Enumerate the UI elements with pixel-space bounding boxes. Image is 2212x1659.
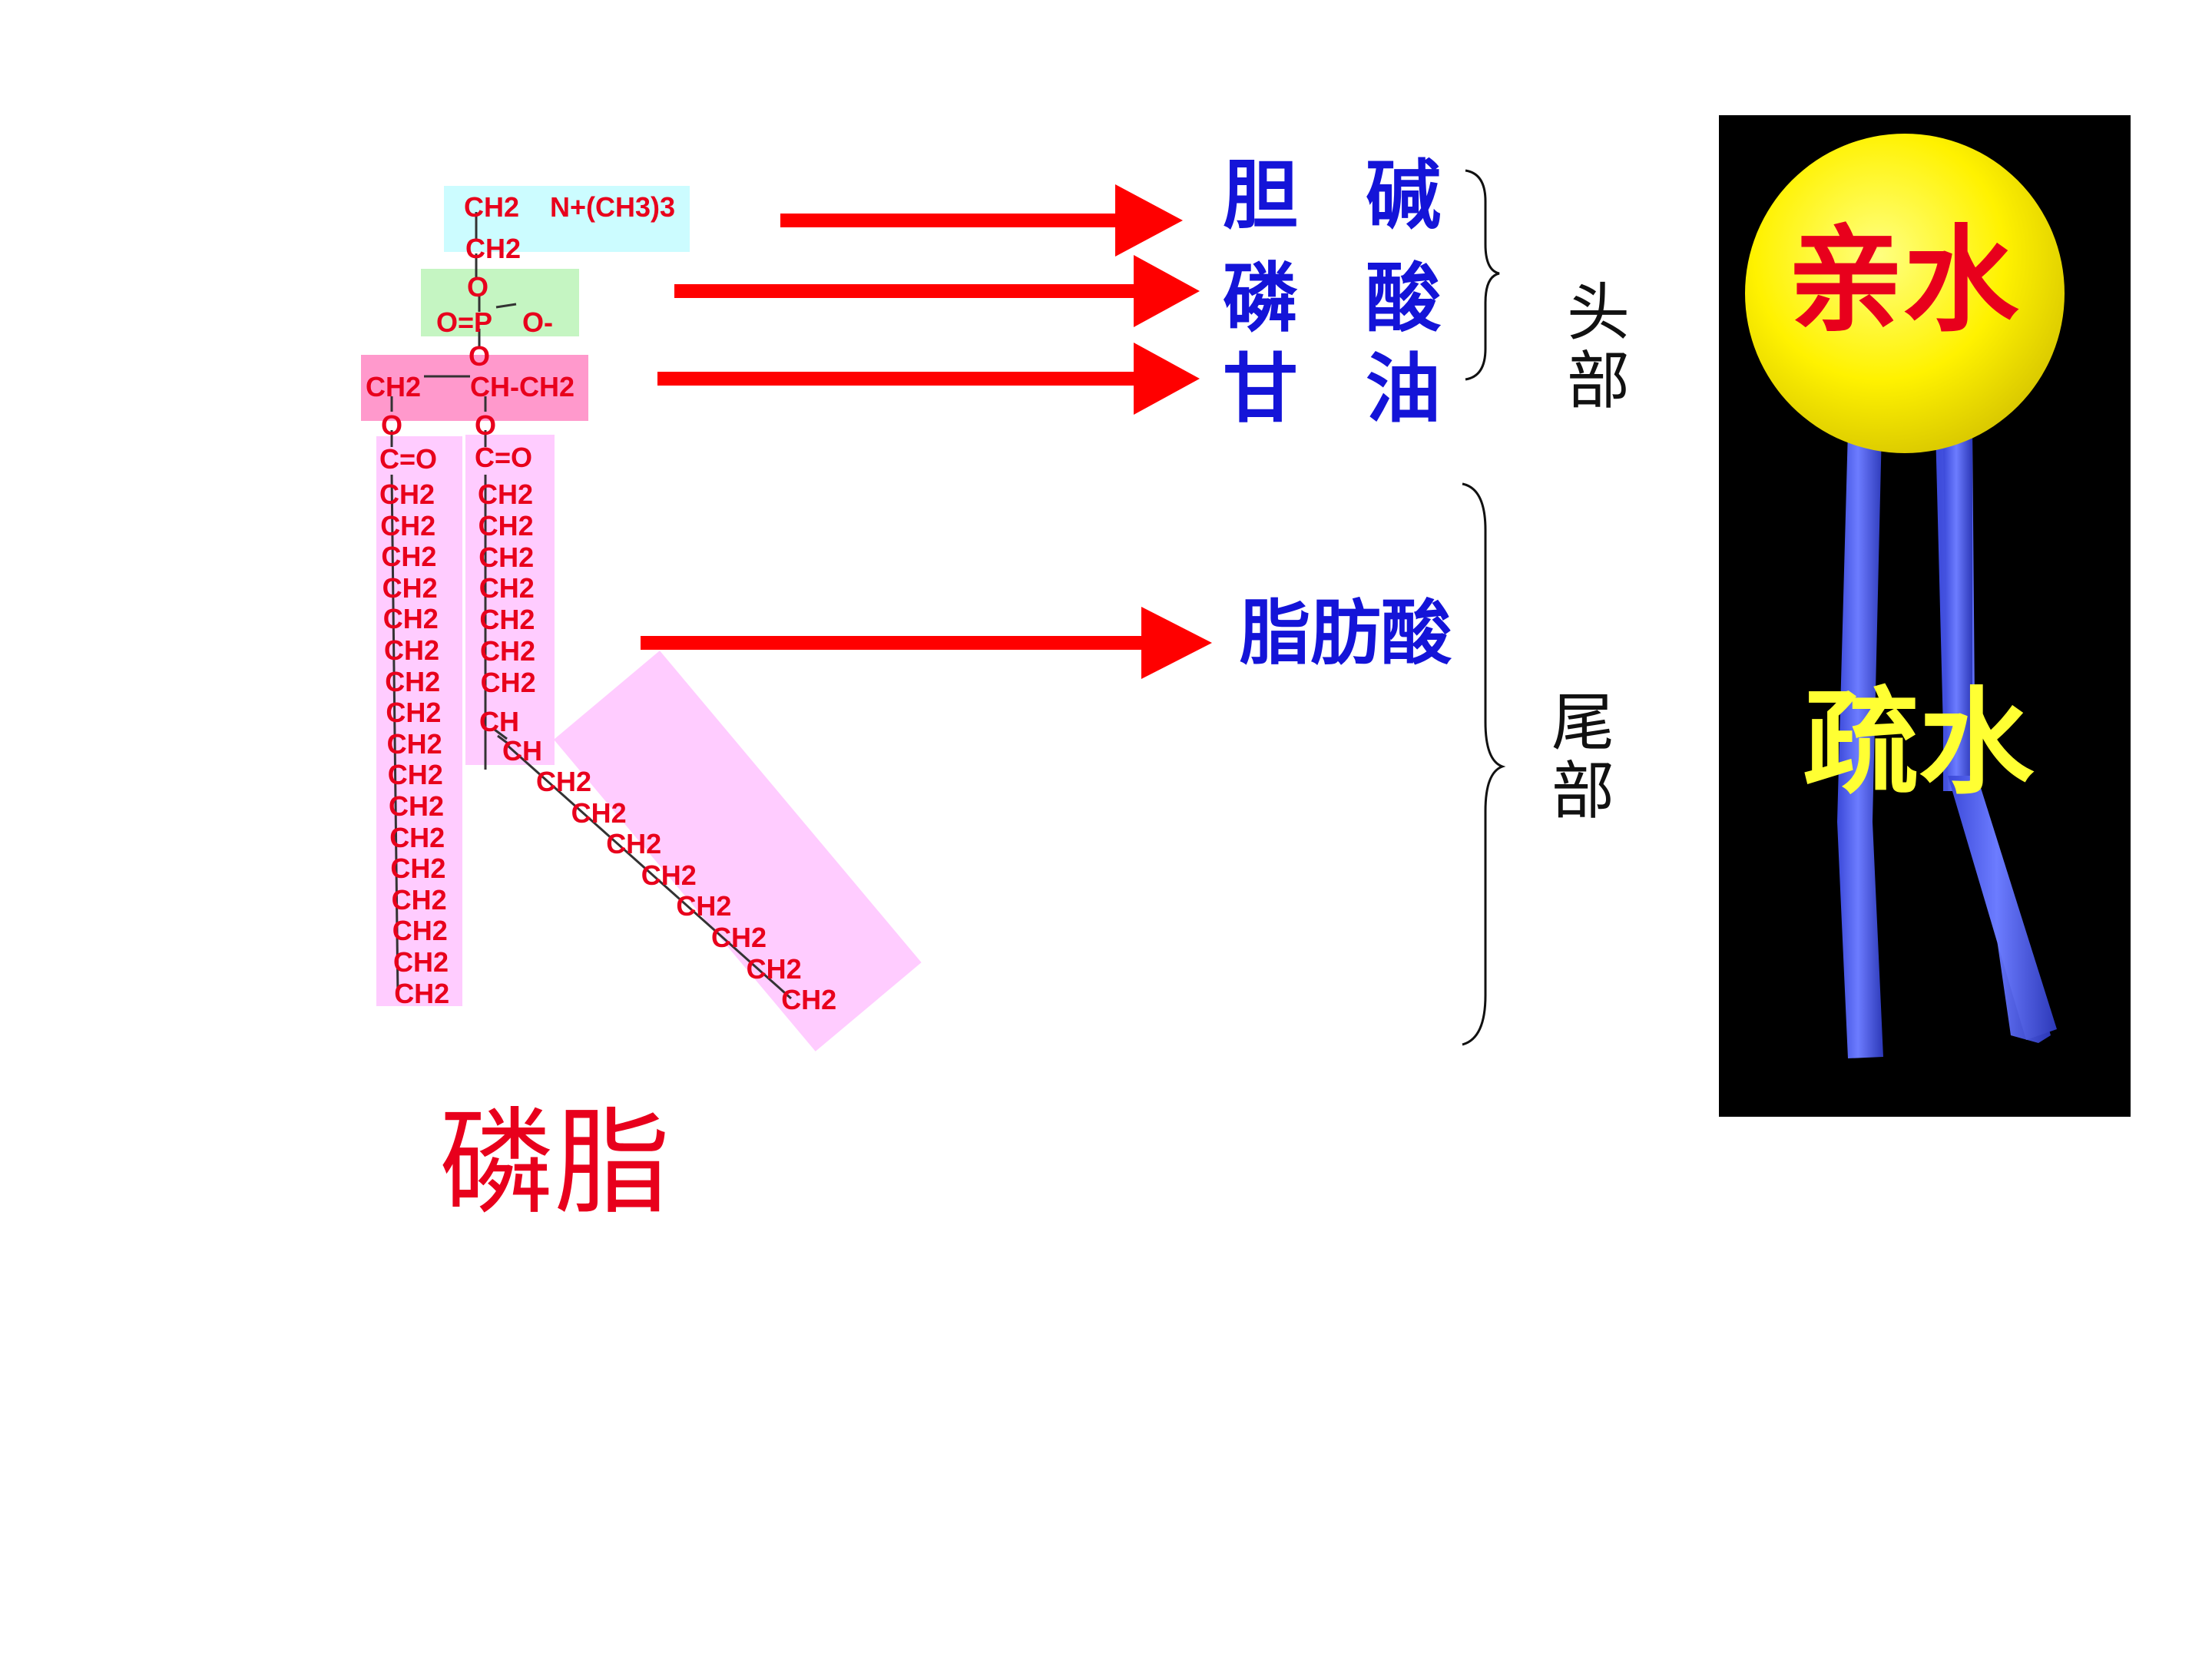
arrow-choline-head	[1115, 184, 1183, 257]
tail-right	[1936, 430, 2057, 1043]
arrow-fatty-acid	[641, 636, 1151, 650]
glycerol-o-right: O	[475, 409, 497, 441]
chain-unit: CH2	[781, 984, 837, 1016]
chain-unit: CH2	[478, 478, 534, 510]
label-phosphate: 磷酸	[1223, 254, 1509, 343]
label-fatty-acid: 脂肪酸	[1240, 591, 1452, 674]
chain-unit: CH2	[389, 821, 445, 853]
choline-o: O	[467, 271, 489, 303]
label-glycerol: 甘油	[1223, 345, 1509, 433]
chain-unit: CH2	[480, 666, 536, 698]
phospholipid-title: 磷脂	[439, 1097, 671, 1230]
chain-unit: CH2	[478, 572, 535, 604]
label-choline: 胆碱	[1223, 151, 1509, 240]
left-carbonyl: C=O	[379, 443, 438, 475]
chain-unit: CH2	[380, 509, 436, 541]
chain-unit: CH2	[386, 727, 442, 760]
chain-unit: CH2	[711, 922, 767, 953]
chain-unit: CH2	[382, 571, 438, 604]
label-hydrophobic: 疏水	[1803, 675, 2035, 810]
phospholipid-model: 亲水 疏水	[1719, 115, 2131, 1117]
chain-unit: CH2	[381, 541, 437, 573]
chain-unit: CH2	[384, 634, 440, 666]
right-carbonyl: C=O	[475, 442, 533, 473]
head-brace	[1465, 169, 1500, 381]
chain-unit: CH2	[379, 478, 435, 510]
arrows	[641, 184, 1212, 679]
glycerol-ch2: CH2	[366, 371, 422, 402]
chain-unit: CH2	[394, 977, 450, 1009]
phosphate-group-box	[421, 269, 579, 336]
chain-unit: CH2	[392, 915, 448, 947]
chain-unit: CH2	[391, 883, 447, 916]
chain-unit: CH2	[389, 790, 445, 822]
chain-unit: CH2	[387, 759, 443, 791]
chain-unit: CH2	[606, 828, 662, 860]
tail-brace	[1462, 482, 1506, 1046]
chain-unit: CH2	[480, 635, 536, 667]
chain-unit: CH2	[641, 859, 697, 891]
chain-unit: CH2	[390, 853, 446, 885]
arrow-glycerol-head	[1134, 343, 1200, 415]
chain-unit: CH2	[676, 890, 732, 922]
region-head: 头部	[1566, 276, 1630, 418]
chain-unit: CH2	[393, 946, 449, 978]
arrow-phosphate-head	[1134, 255, 1200, 327]
choline-n-trimethyl: N+(CH3)3	[550, 191, 676, 223]
arrow-choline	[780, 214, 1126, 227]
choline-ch2: CH2	[464, 191, 520, 223]
arrow-phosphate	[674, 284, 1144, 298]
bond-lines	[390, 212, 792, 1000]
braces	[1462, 169, 1506, 1046]
chain-unit: CH2	[571, 796, 627, 829]
chain-unit: CH2	[536, 766, 592, 797]
chain-unit: CH2	[386, 697, 442, 729]
chain-unit: CH2	[478, 509, 534, 541]
phosphate-op: O=P	[436, 306, 493, 338]
glycerol-o-left: O	[381, 409, 403, 441]
double-bond-ch: CH	[479, 706, 519, 737]
arrow-fatty-acid-head	[1141, 607, 1212, 679]
choline-group-box	[444, 186, 690, 252]
double-bond-ch: CH	[502, 735, 542, 767]
chain-unit: CH2	[478, 541, 535, 573]
hydrophilic-head	[1745, 134, 2065, 453]
glycerol-ch-ch2: CH-CH2	[470, 371, 575, 402]
choline-ch2-2: CH2	[465, 233, 522, 264]
chain-unit: CH2	[385, 665, 441, 697]
region-tail: 尾部	[1551, 687, 1614, 828]
phosphate-o: O	[469, 340, 491, 372]
chain-unit: CH2	[382, 603, 439, 635]
chain-unit: CH2	[746, 952, 802, 985]
arrow-glycerol	[657, 372, 1144, 386]
model-graphic	[1745, 134, 2065, 1058]
label-hydrophilic: 亲水	[1788, 213, 2019, 348]
chain-unit: CH2	[479, 604, 535, 636]
tail-left	[1837, 430, 1883, 1058]
phosphate-o-minus: O-	[522, 306, 553, 338]
left-chain-box	[376, 436, 462, 1006]
right-chain-box	[465, 435, 555, 765]
glycerol-group-box	[361, 355, 588, 421]
